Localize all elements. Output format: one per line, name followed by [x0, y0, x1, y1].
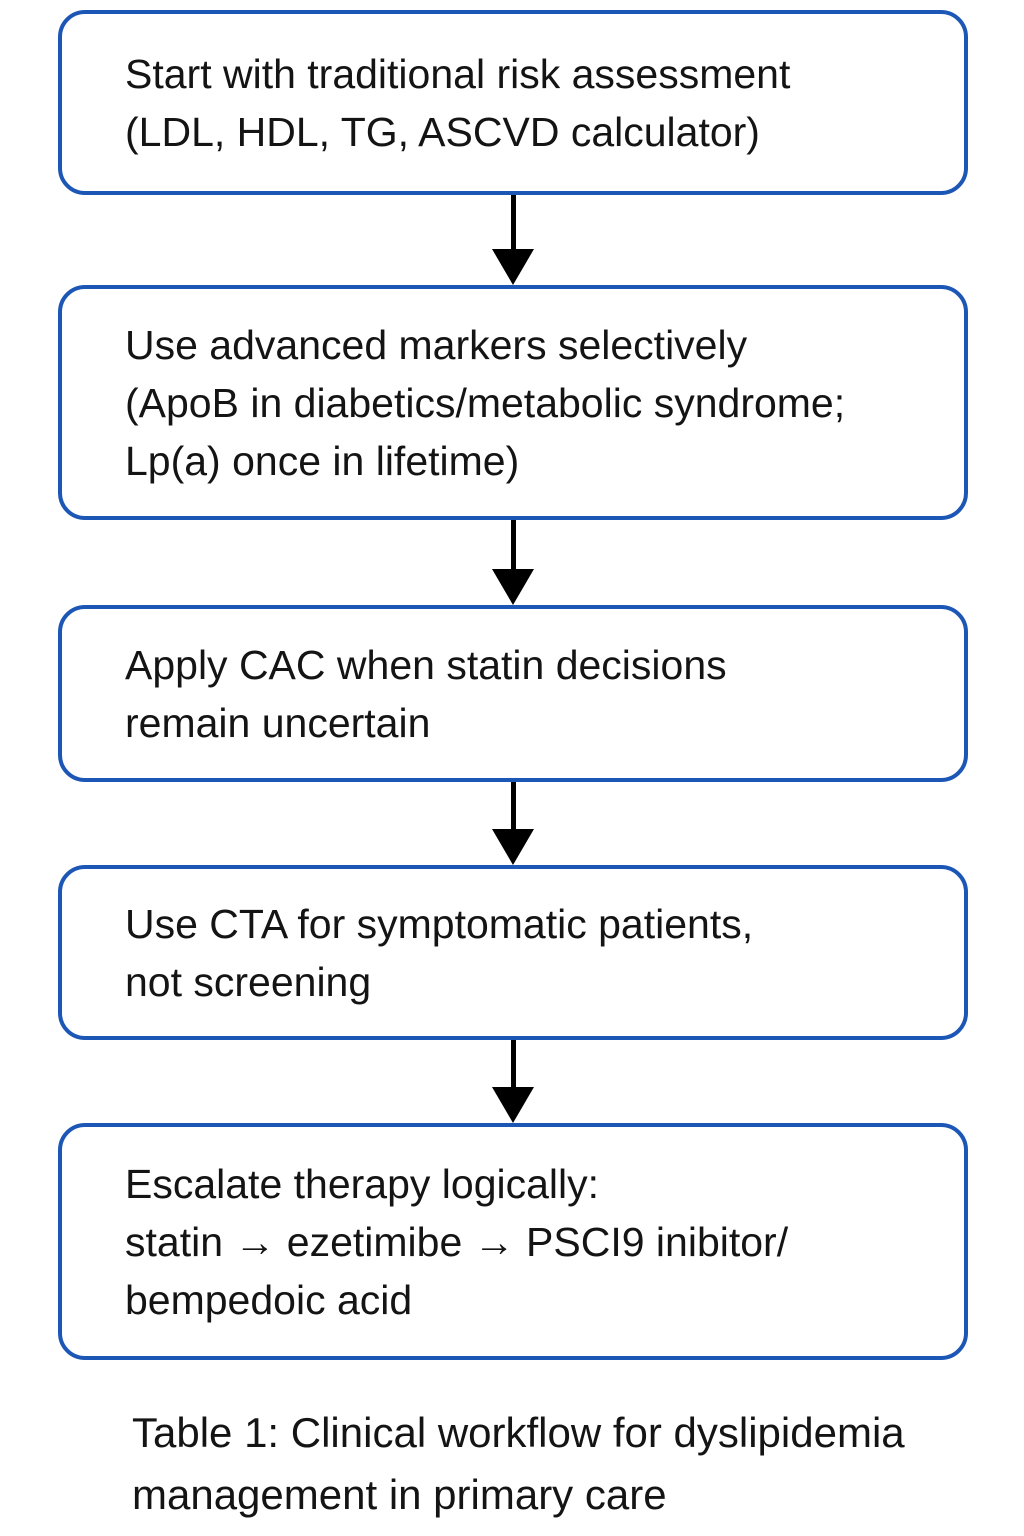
down-arrow [492, 782, 534, 865]
box-text-line: remain uncertain [125, 699, 431, 746]
box-text-line: (LDL, HDL, TG, ASCVD calculator) [125, 108, 760, 155]
flow-box-escalate-therapy: Escalate therapy logically: statin → eze… [58, 1123, 968, 1360]
down-arrow-stem [510, 782, 516, 829]
down-arrow [492, 195, 534, 285]
down-arrow [492, 520, 534, 605]
flow-box-use-cta: Use CTA for symptomatic patients, not sc… [58, 865, 968, 1040]
box-text-line: bempedoic acid [125, 1276, 413, 1323]
down-arrow-stem [510, 520, 516, 569]
box-text-line: Start with traditional risk assessment [125, 50, 791, 97]
flow-box-apply-cac: Apply CAC when statin decisions remain u… [58, 605, 968, 782]
box-text-line: (ApoB in diabetics/metabolic syndrome; [125, 379, 846, 426]
down-arrow-head [492, 829, 534, 865]
box-text-line: Lp(a) once in lifetime) [125, 437, 520, 484]
down-arrow-stem [510, 1040, 516, 1087]
down-arrow-head [492, 249, 534, 285]
flow-box-traditional-risk-assessment: Start with traditional risk assessment (… [58, 10, 968, 195]
box-text-line: Use advanced markers selectively [125, 321, 748, 368]
box-text-line: not screening [125, 958, 372, 1005]
box-text-line: statin → ezetimibe → PSCI9 inibitor/ [125, 1218, 789, 1265]
table-caption: Table 1: Clinical workflow for dyslipide… [132, 1409, 905, 1518]
down-arrow-head [492, 569, 534, 605]
flow-box-advanced-markers: Use advanced markers selectively (ApoB i… [58, 285, 968, 520]
box-text-line: Apply CAC when statin decisions [125, 641, 727, 688]
down-arrow [492, 1040, 534, 1123]
flowchart: Start with traditional risk assessment (… [58, 10, 968, 1360]
box-text-line: Use CTA for symptomatic patients, [125, 900, 754, 947]
down-arrow-stem [510, 195, 516, 249]
down-arrow-head [492, 1087, 534, 1123]
box-text-line: Escalate therapy logically: [125, 1160, 600, 1207]
